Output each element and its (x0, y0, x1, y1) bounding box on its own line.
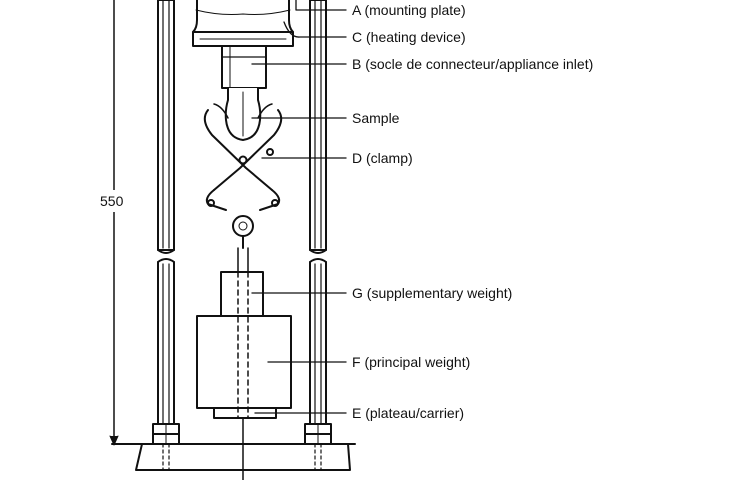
column-nuts (152, 423, 332, 445)
base-plate (111, 443, 356, 471)
label-supplementary-weight: G (supplementary weight) (352, 285, 512, 301)
right-column-upper (309, 0, 327, 254)
dimension-line (98, 0, 132, 446)
label-clamp: D (clamp) (352, 150, 413, 166)
suspension-ring (232, 215, 254, 273)
sample-plug (224, 87, 262, 141)
leader-lines (251, 0, 347, 414)
appliance-inlet (221, 45, 267, 89)
label-mounting-plate: A (mounting plate) (352, 2, 466, 18)
supplementary-weight (220, 271, 264, 317)
left-column-lower (157, 258, 175, 425)
heating-device (192, 0, 294, 47)
label-heating-device: C (heating device) (352, 29, 466, 45)
left-column-upper (157, 0, 175, 254)
label-sample: Sample (352, 110, 400, 126)
label-principal-weight: F (principal weight) (352, 354, 470, 370)
dimension-label: 550 (100, 193, 124, 209)
label-plateau-carrier: E (plateau/carrier) (352, 405, 464, 421)
clamp (203, 103, 283, 211)
label-appliance-inlet: B (socle de connecteur/appliance inlet) (352, 56, 593, 72)
central-rod (237, 271, 249, 480)
right-column-lower (309, 258, 327, 425)
